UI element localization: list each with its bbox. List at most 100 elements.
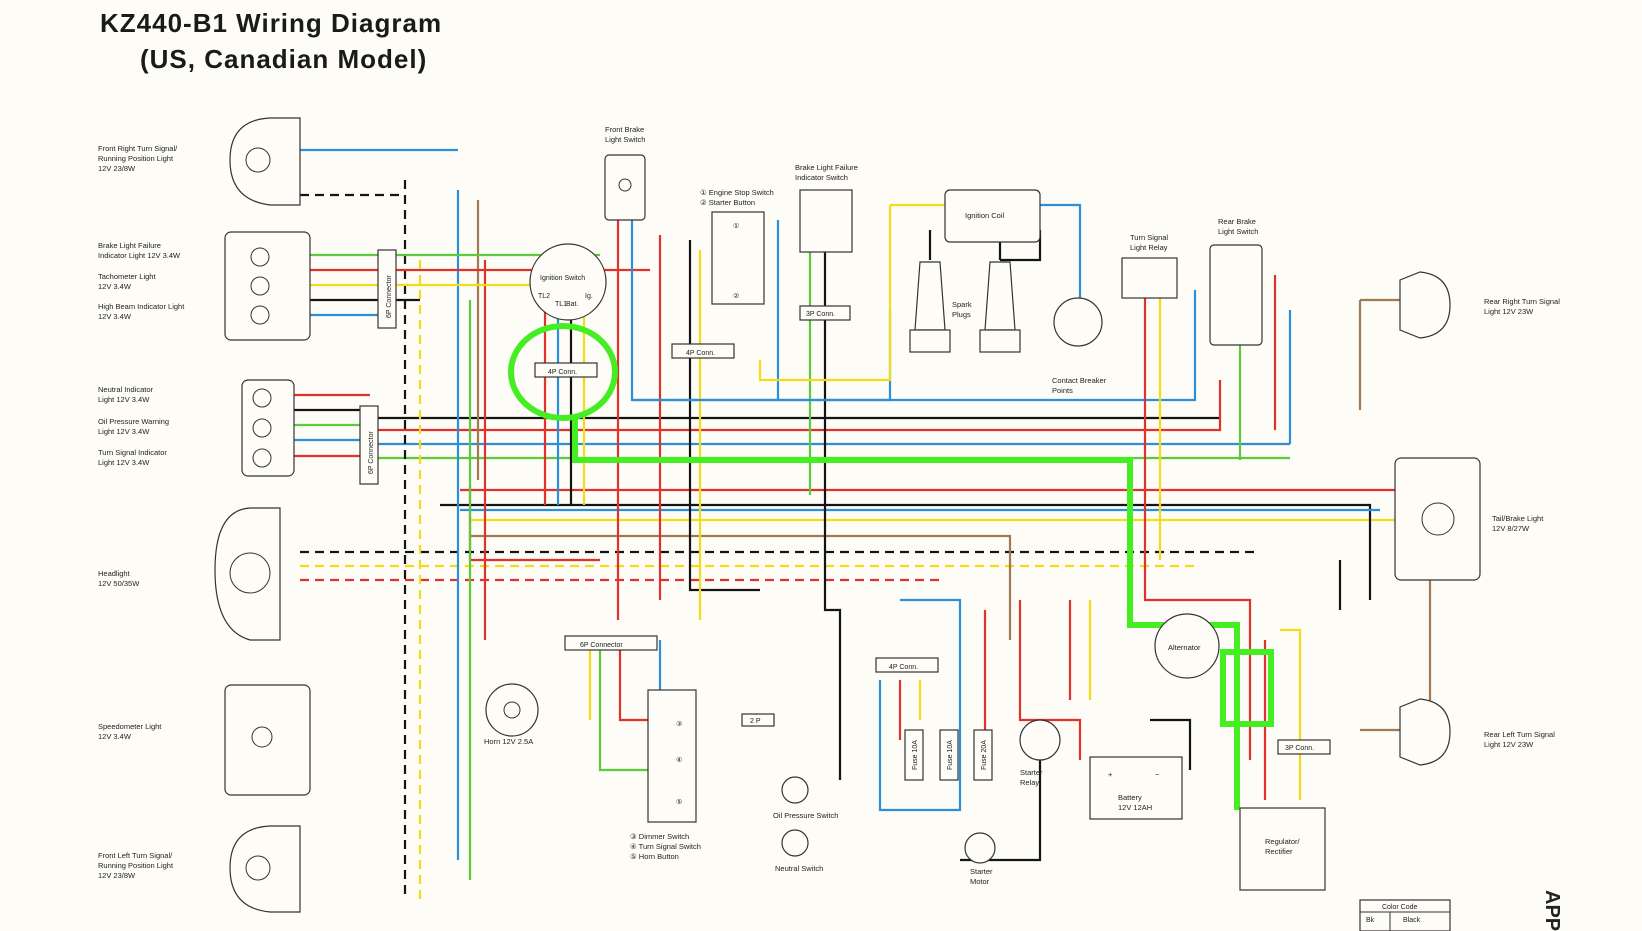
svg-text:Points: Points (1052, 386, 1073, 395)
speedometer-light: Speedometer Light 12V 3.4W (98, 684, 311, 796)
headlight: Headlight 12V 50/35W (98, 507, 281, 641)
front-right-turn-signal: Front Right Turn Signal/ Running Positio… (98, 117, 301, 206)
svg-text:Bk: Bk (1366, 917, 1375, 924)
svg-text:③ Dimmer Switch: ③ Dimmer Switch (630, 832, 689, 841)
svg-text:2 P: 2 P (750, 718, 761, 725)
svg-text:④: ④ (676, 756, 682, 764)
svg-text:Horn 12V 2.5A: Horn 12V 2.5A (484, 737, 533, 746)
svg-text:Battery: Battery (1118, 793, 1142, 802)
svg-text:Light Relay: Light Relay (1130, 243, 1168, 252)
oil-pressure-switch: Oil Pressure Switch (773, 776, 838, 820)
svg-text:② Starter Button: ② Starter Button (700, 198, 755, 207)
svg-text:Fuse 20A: Fuse 20A (981, 740, 988, 770)
svg-text:Speedometer Light: Speedometer Light (98, 722, 162, 731)
svg-text:12V 23/8W: 12V 23/8W (98, 164, 136, 173)
page-edge-text: APPE (1541, 890, 1563, 931)
regulator-rectifier: Regulator/ Rectifier (1239, 807, 1326, 891)
svg-text:Alternator: Alternator (1168, 643, 1201, 652)
fuses: Fuse 10A Fuse 10A Fuse 20A (904, 729, 993, 781)
handlebar-switch-block: ③ ④ ⑤ ③ Dimmer Switch ④ Turn Signal Swit… (630, 689, 701, 861)
svg-text:Motor: Motor (970, 877, 990, 886)
svg-text:Brake Light Failure: Brake Light Failure (795, 163, 858, 172)
ignition-switch: Ignition Switch TL2 TL1 Bat. Ig. (529, 243, 607, 321)
svg-text:Light 12V 23W: Light 12V 23W (1484, 740, 1534, 749)
svg-text:3P Conn.: 3P Conn. (806, 311, 835, 318)
rear-brake-light-switch: Rear Brake Light Switch (1209, 217, 1263, 346)
starter-relay: Starter Relay (1019, 719, 1061, 787)
svg-text:Light 12V 23W: Light 12V 23W (1484, 307, 1534, 316)
svg-text:12V 8/27W: 12V 8/27W (1492, 524, 1530, 533)
svg-text:Plugs: Plugs (952, 310, 971, 319)
connector-3p-lower: 3P Conn. (1277, 739, 1331, 755)
svg-text:④ Turn Signal Switch: ④ Turn Signal Switch (630, 842, 701, 851)
svg-text:Brake Light Failure: Brake Light Failure (98, 241, 161, 250)
turn-signal-relay: Turn Signal Light Relay (1121, 233, 1178, 299)
alternator: Alternator (1154, 613, 1220, 679)
engine-stop-starter-switch: ① ② ① Engine Stop Switch ② Starter Butto… (700, 188, 774, 305)
svg-text:6P Connector: 6P Connector (580, 642, 623, 649)
svg-text:12V 3.4W: 12V 3.4W (98, 732, 132, 741)
svg-text:Running Position Light: Running Position Light (98, 861, 174, 870)
svg-text:12V 23/8W: 12V 23/8W (98, 871, 136, 880)
svg-text:High Beam Indicator Light: High Beam Indicator Light (98, 302, 185, 311)
svg-text:Starter: Starter (970, 867, 993, 876)
contact-breaker-points: Contact Breaker Points (1052, 297, 1107, 395)
tail-brake-light: Tail/Brake Light 12V 8/27W (1394, 457, 1544, 581)
svg-text:Neutral Switch: Neutral Switch (775, 864, 823, 873)
svg-text:Fuse 10A: Fuse 10A (912, 740, 919, 770)
front-brake-light-switch: Front Brake Light Switch (604, 125, 646, 221)
connector-2p: 2 P (741, 713, 775, 727)
svg-text:Starter: Starter (1020, 768, 1043, 777)
svg-text:Front Brake: Front Brake (605, 125, 644, 134)
svg-text:TL1: TL1 (555, 301, 567, 308)
svg-text:Rear Left Turn Signal: Rear Left Turn Signal (1484, 730, 1555, 739)
spark-plugs: Spark Plugs (909, 261, 1021, 353)
svg-text:Black: Black (1403, 917, 1421, 924)
svg-text:Tail/Brake Light: Tail/Brake Light (1492, 514, 1544, 523)
svg-text:4P Conn.: 4P Conn. (686, 350, 715, 357)
svg-text:Contact Breaker: Contact Breaker (1052, 376, 1107, 385)
svg-text:−: − (1155, 770, 1160, 779)
color-code-table: Color Code Bk Black (1359, 899, 1451, 931)
svg-text:Ignition Switch: Ignition Switch (540, 275, 585, 282)
svg-text:①: ① (733, 222, 739, 230)
svg-text:Headlight: Headlight (98, 569, 131, 578)
svg-text:Turn Signal: Turn Signal (1130, 233, 1168, 242)
svg-text:Neutral Indicator: Neutral Indicator (98, 385, 154, 394)
svg-text:Front Left Turn Signal/: Front Left Turn Signal/ (98, 851, 173, 860)
svg-text:① Engine Stop Switch: ① Engine Stop Switch (700, 188, 774, 197)
svg-text:+: + (1108, 770, 1113, 779)
svg-text:Rear Right Turn Signal: Rear Right Turn Signal (1484, 297, 1560, 306)
svg-text:Turn Signal Indicator: Turn Signal Indicator (98, 448, 167, 457)
rear-right-turn-signal: Rear Right Turn Signal Light 12V 23W (1399, 271, 1560, 339)
svg-text:Indicator Switch: Indicator Switch (795, 173, 848, 182)
diagram-title: KZ440-B1 Wiring Diagram (100, 8, 442, 38)
svg-text:12V 3.4W: 12V 3.4W (98, 282, 132, 291)
svg-text:Fuse 10A: Fuse 10A (947, 740, 954, 770)
svg-text:Ig.: Ig. (585, 293, 593, 300)
svg-text:Light Switch: Light Switch (1218, 227, 1258, 236)
svg-text:Light 12V 3.4W: Light 12V 3.4W (98, 427, 150, 436)
svg-text:TL2: TL2 (538, 293, 550, 300)
svg-text:⑤ Horn Button: ⑤ Horn Button (630, 852, 679, 861)
connector-4p-ignition: 4P Conn. (534, 362, 598, 378)
connector-6p-middle: 6P Connector (359, 405, 379, 485)
svg-text:Oil Pressure Switch: Oil Pressure Switch (773, 811, 838, 820)
svg-text:Light 12V 3.4W: Light 12V 3.4W (98, 395, 150, 404)
svg-text:6P Connector: 6P Connector (386, 275, 393, 318)
svg-text:Front Right Turn Signal/: Front Right Turn Signal/ (98, 144, 178, 153)
rear-left-turn-signal: Rear Left Turn Signal Light 12V 23W (1399, 698, 1555, 766)
battery: + − Battery 12V 12AH (1089, 756, 1183, 820)
svg-text:6P Connector: 6P Connector (368, 431, 375, 474)
highlight-path (508, 323, 1274, 810)
svg-text:Rectifier: Rectifier (1265, 847, 1293, 856)
svg-text:3P Conn.: 3P Conn. (1285, 745, 1314, 752)
svg-text:Rear Brake: Rear Brake (1218, 217, 1256, 226)
svg-text:4P Conn.: 4P Conn. (889, 664, 918, 671)
svg-text:12V 50/35W: 12V 50/35W (98, 579, 140, 588)
svg-text:Light 12V 3.4W: Light 12V 3.4W (98, 458, 150, 467)
svg-text:12V 3.4W: 12V 3.4W (98, 312, 132, 321)
horn: Horn 12V 2.5A (484, 683, 539, 746)
connector-4p-lower: 4P Conn. (875, 657, 939, 673)
